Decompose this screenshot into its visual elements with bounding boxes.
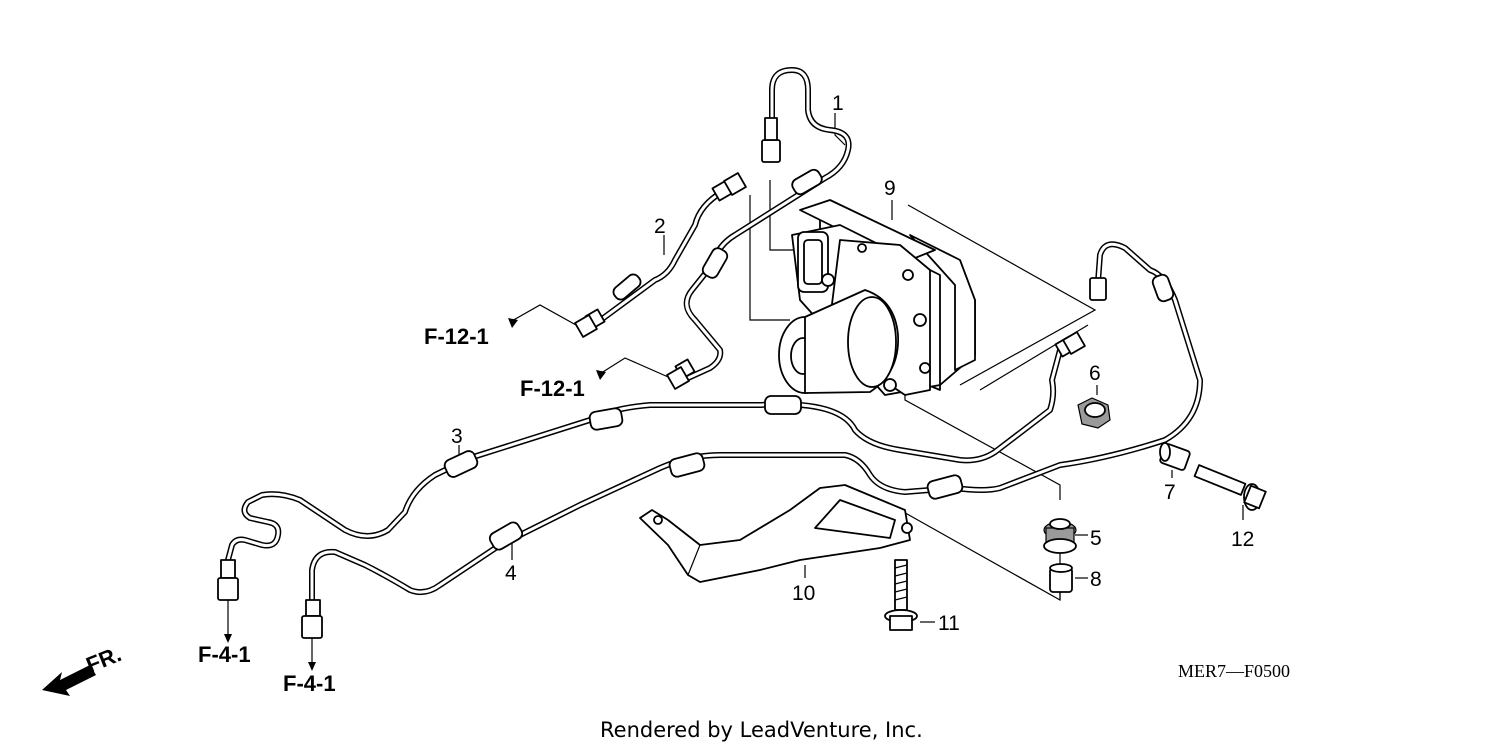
callout-4[interactable]: 4 xyxy=(505,562,517,585)
reference-f4-right[interactable]: F-4-1 xyxy=(283,671,336,696)
reference-arrows xyxy=(224,318,606,671)
front-indicator-label: FR. xyxy=(83,641,125,677)
rubber-mount xyxy=(1043,518,1077,554)
credit-line: Rendered by LeadVenture, Inc. xyxy=(600,718,923,742)
abs-modulator-unit xyxy=(778,199,976,396)
pipe-sleeves xyxy=(443,168,1175,551)
callout-11[interactable]: 11 xyxy=(938,612,960,635)
reference-f12-lower[interactable]: F-12-1 xyxy=(520,376,585,401)
callout-numbers: 1 2 3 4 5 6 7 8 9 10 11 12 xyxy=(451,92,1254,635)
callout-6[interactable]: 6 xyxy=(1089,362,1101,385)
brake-pipes xyxy=(225,67,1203,603)
callout-5[interactable]: 5 xyxy=(1090,527,1102,550)
spacer-collar xyxy=(1159,442,1191,471)
front-direction-icon: FR. xyxy=(42,641,125,696)
callout-10[interactable]: 10 xyxy=(792,582,815,605)
callout-1[interactable]: 1 xyxy=(832,92,844,115)
diagram-code: MER7—F0500 xyxy=(1178,661,1290,681)
fittings xyxy=(217,117,1107,639)
callout-3[interactable]: 3 xyxy=(451,425,463,448)
callout-8[interactable]: 8 xyxy=(1090,568,1102,591)
reference-f4-left[interactable]: F-4-1 xyxy=(198,642,251,667)
reference-labels: F-12-1 F-12-1 F-4-1 F-4-1 xyxy=(198,324,585,696)
flange-bolt-11 xyxy=(884,559,918,631)
reference-f12-upper[interactable]: F-12-1 xyxy=(424,324,489,349)
callout-12[interactable]: 12 xyxy=(1231,528,1254,551)
grommet-nut xyxy=(1077,397,1111,429)
callout-7[interactable]: 7 xyxy=(1164,481,1176,504)
callout-9[interactable]: 9 xyxy=(884,177,896,200)
flange-bolt-12 xyxy=(1193,464,1267,511)
leader-lines xyxy=(458,113,1244,623)
callout-2[interactable]: 2 xyxy=(654,215,666,238)
mounting-bracket xyxy=(639,484,913,583)
collar xyxy=(1049,563,1073,593)
